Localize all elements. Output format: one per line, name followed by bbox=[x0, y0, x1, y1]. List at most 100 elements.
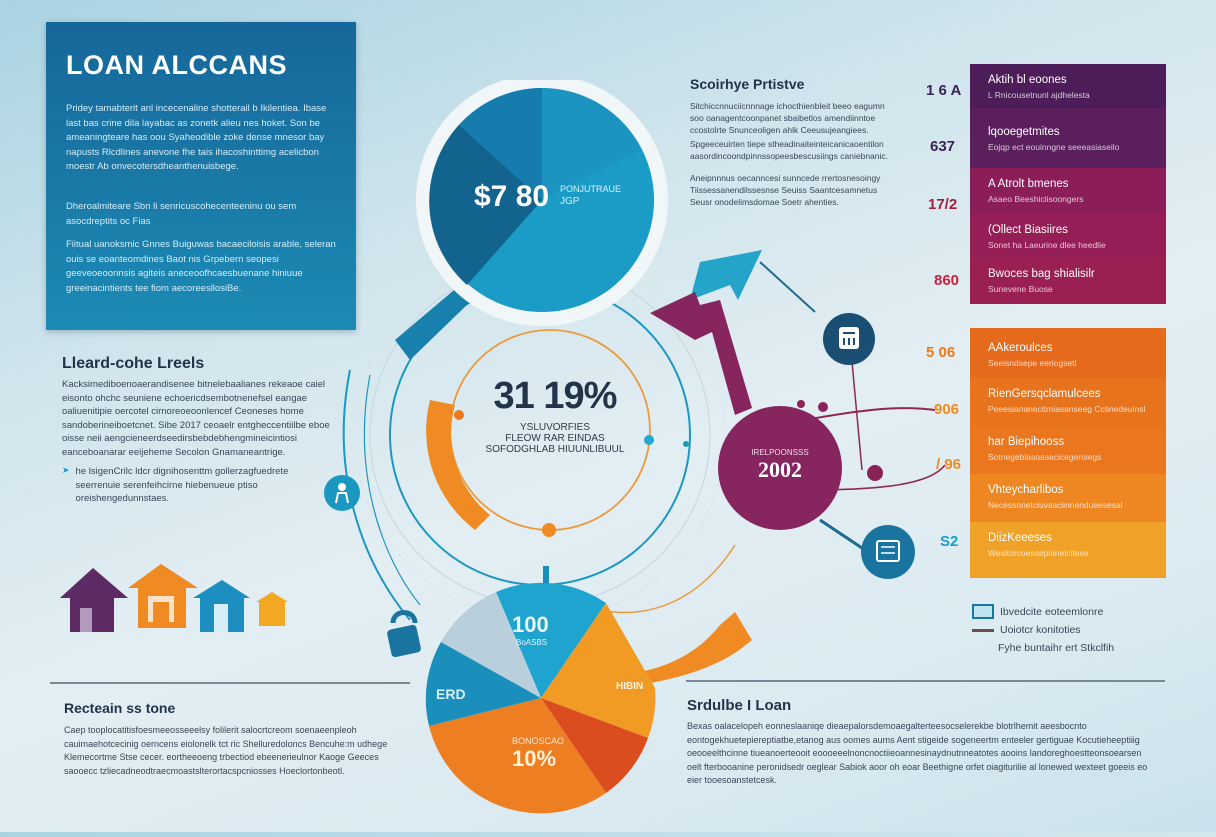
bottom-left-section: Recteain ss tone Caep tooplocatitisfoesm… bbox=[64, 700, 396, 778]
row-title: Bwoces bag shialisilr bbox=[988, 268, 1095, 280]
cart-icon-badge bbox=[861, 525, 915, 579]
document-icon bbox=[839, 327, 859, 349]
pie-slice-label-2: HIBIN bbox=[616, 681, 644, 692]
bullet-arrow-icon: ➤ bbox=[62, 465, 70, 475]
top-center-title: Scoirhye Prtistve bbox=[690, 76, 805, 92]
row-subtitle: Asaeo Beeshiclisoongers bbox=[988, 194, 1084, 204]
pie-slice-sub-1: BoASBS bbox=[516, 638, 548, 647]
right-top-row-1: Aktih bl eoones L Rnicousetnunl ajdhelest… bbox=[970, 64, 1166, 108]
top-center-paragraph-2: Spgeeceuirten tiepe stheadinaiteinteican… bbox=[690, 139, 888, 161]
legend-item-2: Uoiotcr konitoties bbox=[972, 624, 1081, 636]
row-subtitle: Wesitorcoessepianeicitese bbox=[988, 548, 1089, 558]
row-title: A Atrolt bmenes bbox=[988, 178, 1069, 190]
left-section: Lleard-cohe Lreels Kacksimediboenoaerand… bbox=[62, 355, 330, 506]
row-subtitle: Sunevene Buose bbox=[988, 284, 1053, 294]
row-title: RienGersqclamulcees bbox=[988, 388, 1101, 400]
row-subtitle: Necessonetciuvasciinnendueesesal bbox=[988, 500, 1123, 510]
row-title: Aktih bl eoones bbox=[988, 74, 1067, 86]
bottom-right-title: Srdulbe I Loan bbox=[687, 697, 792, 714]
row-title: lqooegetmites bbox=[988, 126, 1060, 138]
house-blue-icon bbox=[193, 580, 250, 632]
pie-slice-sub-4: BONOSCAO bbox=[512, 736, 565, 746]
left-section-bullet: he lsigenCrilc ldcr dignihosenttm goller… bbox=[75, 466, 289, 504]
right-bottom-number-3: / 96 bbox=[936, 456, 962, 473]
big-pie-caption-1: PONJUTRAUE bbox=[560, 184, 622, 194]
right-bottom-number-2: 906 bbox=[934, 401, 960, 418]
row-subtitle: L Rnicousetnunl ajdhelesta bbox=[988, 90, 1090, 100]
top-center-paragraph-3: Aneipnnnus oecanncesi sunncede rrertosne… bbox=[690, 173, 881, 207]
purple-node-label: IRELPOONSSS bbox=[751, 448, 809, 457]
ring-center-stat: 31 19% YSLUVORFIES FLEOW RAR EINDAS SOFO… bbox=[470, 375, 640, 455]
row-subtitle: Sotnegeblasoasecicegeroiegs bbox=[988, 452, 1102, 462]
house-orange-icon bbox=[128, 564, 198, 628]
cart-icon bbox=[876, 540, 900, 562]
pie-slice-label-5: ERD bbox=[436, 686, 466, 702]
lock-icon bbox=[385, 605, 427, 670]
row-subtitle: Seeisndsepe eeriogsetl bbox=[988, 358, 1077, 368]
legend-item-3: Fyhe buntaihr ert Stkclfih bbox=[998, 642, 1115, 654]
line-icon bbox=[972, 628, 994, 632]
ring-center-line-2: FLEOW RAR EINDAS bbox=[505, 433, 605, 444]
bottom-left-paragraph: Caep tooplocatitisfoesmeeosseeelsy folil… bbox=[64, 725, 388, 776]
ring-center-line-3: SOFODGHLAB HIUUNLIBUUL bbox=[485, 444, 625, 455]
purple-node-value: 2002 bbox=[758, 457, 802, 482]
intro-paragraph-1: Pridey tamabterit anl incecenaline shott… bbox=[66, 103, 327, 172]
left-section-title: Lleard-cohe Lreels bbox=[62, 355, 205, 372]
right-top-number-1: 1 6 A bbox=[926, 82, 962, 99]
right-top-number-3: 17/2 bbox=[928, 196, 958, 213]
row-title: Vhteycharlibos bbox=[988, 484, 1064, 496]
house-purple-icon bbox=[60, 568, 128, 632]
right-top-number-5: 860 bbox=[934, 272, 960, 289]
intro-paragraph-2: Dheroalmiteare Sbn li senricuscohecentee… bbox=[66, 201, 297, 227]
right-top-number-2: 637 bbox=[930, 138, 956, 155]
right-bottom-number-1: 5 06 bbox=[926, 344, 956, 361]
row-title: DiizKeeeses bbox=[988, 532, 1052, 544]
pie-slice-label-4: 10% bbox=[512, 746, 557, 771]
big-pie-value: $7 80 bbox=[474, 180, 550, 213]
document-icon-badge bbox=[823, 313, 875, 365]
bottom-right-section: Srdulbe I Loan Bexas oalacelopeh eonnesl… bbox=[687, 697, 1157, 788]
legend-label: Ibvedcite eoteemlonre bbox=[1000, 605, 1104, 618]
bottom-pie-graphic bbox=[425, 582, 656, 814]
row-title: AAkeroulces bbox=[988, 342, 1053, 354]
house-yellow-icon bbox=[256, 592, 288, 626]
ring-center-value: 31 19% bbox=[493, 375, 618, 417]
top-center-section: Scoirhye Prtistve Sitchiccnnuciicnnnage … bbox=[690, 76, 890, 208]
bottom-left-title: Recteain ss tone bbox=[64, 700, 176, 716]
row-subtitle: Peeesiananecitmiasanseeg Cctinedeuinsl bbox=[988, 404, 1146, 414]
legend: Ibvedcite eoteemlonre Uoiotcr konitoties… bbox=[972, 604, 1172, 660]
intro-panel: LOAN ALCCANS Pridey tamabterit anl incec… bbox=[46, 22, 356, 330]
big-pie-caption-2: JGP bbox=[560, 196, 580, 207]
pie-slice-label-1: 100 bbox=[512, 612, 549, 637]
row-subtitle: Eojqp ect eouinngne seeeasiaseilo bbox=[988, 142, 1120, 152]
bottom-right-paragraph: Bexas oalacelopeh eonneslaaniqe dieaepal… bbox=[687, 721, 1148, 785]
intro-title: LOAN ALCCANS bbox=[66, 50, 287, 80]
box-icon bbox=[972, 604, 994, 619]
row-title: har Biepihooss bbox=[988, 436, 1065, 448]
intro-paragraph-3: Fiitual uanoksmic Gnnes Buiguwas bacaeci… bbox=[66, 239, 336, 294]
ring-center-line-1: YSLUVORFIES bbox=[519, 422, 591, 433]
row-title: (Ollect Biasiires bbox=[988, 224, 1068, 236]
person-icon bbox=[335, 483, 349, 504]
legend-label: Uoiotcr konitoties bbox=[1000, 624, 1081, 636]
purple-node: IRELPOONSSS 2002 bbox=[718, 406, 842, 530]
left-section-paragraph: Kacksimediboenoaerandisenee bitnelebaali… bbox=[62, 379, 330, 458]
row-subtitle: Sonet ha Laeurine dlee heedlie bbox=[988, 240, 1106, 250]
big-pie-graphic bbox=[416, 74, 668, 326]
bottom-pie-chart: 100 BoASBS HIBIN BONOSCAO 10% ERD bbox=[420, 582, 662, 832]
top-center-paragraph-1: Sitchiccnnuciicnnnage ichocthienbleit be… bbox=[690, 101, 885, 135]
big-pie-chart: $7 80 PONJUTRAUE JGP bbox=[412, 74, 678, 330]
houses-illustration bbox=[60, 564, 288, 632]
legend-item-1: Ibvedcite eoteemlonre bbox=[972, 604, 1103, 619]
